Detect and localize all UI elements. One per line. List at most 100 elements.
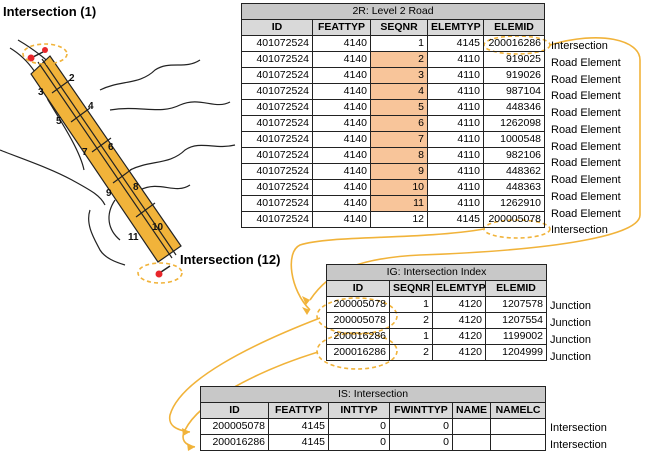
table-cell: 2 (389, 312, 433, 329)
row-type-label: Road Element (551, 207, 621, 220)
table-cell: 4120 (432, 296, 486, 313)
intersection-node (42, 47, 48, 53)
table-title: IS: Intersection (199, 386, 547, 403)
table-cell: 4140 (312, 195, 371, 212)
table-cell: 5 (370, 99, 428, 116)
table-cell: 919025 (482, 51, 546, 68)
table-cell: 401072524 (241, 195, 313, 212)
table-cell: 4110 (427, 115, 484, 132)
table-cell: 448346 (482, 99, 546, 116)
table-cell: 0 (389, 418, 453, 435)
table-cell (452, 434, 491, 451)
table-cell: 4110 (427, 147, 484, 164)
table-cell: 200005078 (326, 296, 390, 313)
table-cell: 4120 (432, 328, 486, 345)
table-cell: 200005078 (326, 312, 390, 329)
segment-label: 8 (133, 182, 139, 193)
segment-label: 2 (69, 73, 75, 84)
table-cell: 401072524 (241, 163, 313, 180)
table-cell: 4140 (312, 99, 371, 116)
table-cell: 4110 (427, 99, 484, 116)
segment-label: 5 (56, 116, 62, 127)
table-cell (452, 418, 491, 435)
table-cell: 401072524 (241, 35, 313, 52)
table-cell: 4145 (268, 418, 329, 435)
column-header: ID (200, 402, 269, 419)
column-header: ELEMTYP (427, 19, 484, 36)
column-header: ID (241, 19, 313, 36)
table-cell: 401072524 (241, 131, 313, 148)
table-cell: 4140 (312, 179, 371, 196)
table-cell: 401072524 (241, 211, 313, 228)
segment-label: 3 (38, 87, 44, 98)
row-type-label: Intersection (551, 224, 608, 237)
table-cell: 401072524 (241, 147, 313, 164)
column-header: INTTYP (328, 402, 390, 419)
row-type-label: Road Element (551, 190, 621, 203)
column-header: ID (326, 280, 390, 297)
table-cell: 4120 (432, 344, 486, 361)
table-cell: 401072524 (241, 99, 313, 116)
table-cell: 4140 (312, 115, 371, 132)
segment-label: 10 (152, 222, 164, 233)
table-cell: 401072524 (241, 115, 313, 132)
row-type-label: Junction (550, 317, 591, 329)
row-type-label: Junction (550, 300, 591, 312)
table-cell: 401072524 (241, 51, 313, 68)
row-type-label: Road Element (551, 174, 621, 186)
table-cell: 11 (370, 195, 428, 212)
column-header: FEATTYP (312, 19, 371, 36)
table-cell: 982106 (482, 147, 546, 164)
table-title: 2R: Level 2 Road (240, 3, 546, 20)
table-cell: 1 (370, 35, 428, 52)
table-cell: 4140 (312, 35, 371, 52)
intersection-top-label: Intersection (1) (3, 4, 97, 19)
row-type-label: Road Element (551, 90, 621, 103)
column-header: ELEMID (482, 19, 546, 36)
table-cell: 401072524 (241, 83, 313, 100)
segment-label: 4 (88, 101, 94, 112)
intersection-bottom-label: Intersection (12) (180, 252, 281, 267)
table-cell: 4110 (427, 163, 484, 180)
column-header: FWINTTYP (389, 402, 453, 419)
table-cell: 4 (370, 83, 428, 100)
table-cell: 987104 (482, 83, 546, 100)
row-type-label: Road Element (551, 73, 621, 86)
column-header: NAME (452, 402, 491, 419)
table-cell: 200016286 (482, 35, 546, 52)
row-type-label: Road Element (551, 107, 621, 119)
table-cell: 4110 (427, 179, 484, 196)
table-cell: 200005078 (482, 211, 546, 228)
table-cell: 200016286 (326, 328, 390, 345)
table-cell: 9 (370, 163, 428, 180)
column-header: ELEMTYP (432, 280, 486, 297)
road-map: 2 3 4 5 6 7 8 9 10 11 (0, 39, 236, 284)
table-cell: 12 (370, 211, 428, 228)
column-header: NAMELC (489, 402, 547, 419)
table-cell: 4145 (427, 211, 484, 228)
table-cell: 4145 (268, 434, 329, 451)
intersection-node (155, 270, 163, 278)
table-cell: 7 (370, 131, 428, 148)
table-cell: 448362 (482, 163, 546, 180)
table-cell: 200016286 (326, 344, 390, 361)
table-cell: 1207554 (485, 312, 547, 329)
column-header: SEQNR (370, 19, 428, 36)
table-cell: 1000548 (482, 131, 546, 148)
row-type-label: Intersection (550, 438, 607, 451)
row-type-label: Road Element (551, 140, 621, 153)
